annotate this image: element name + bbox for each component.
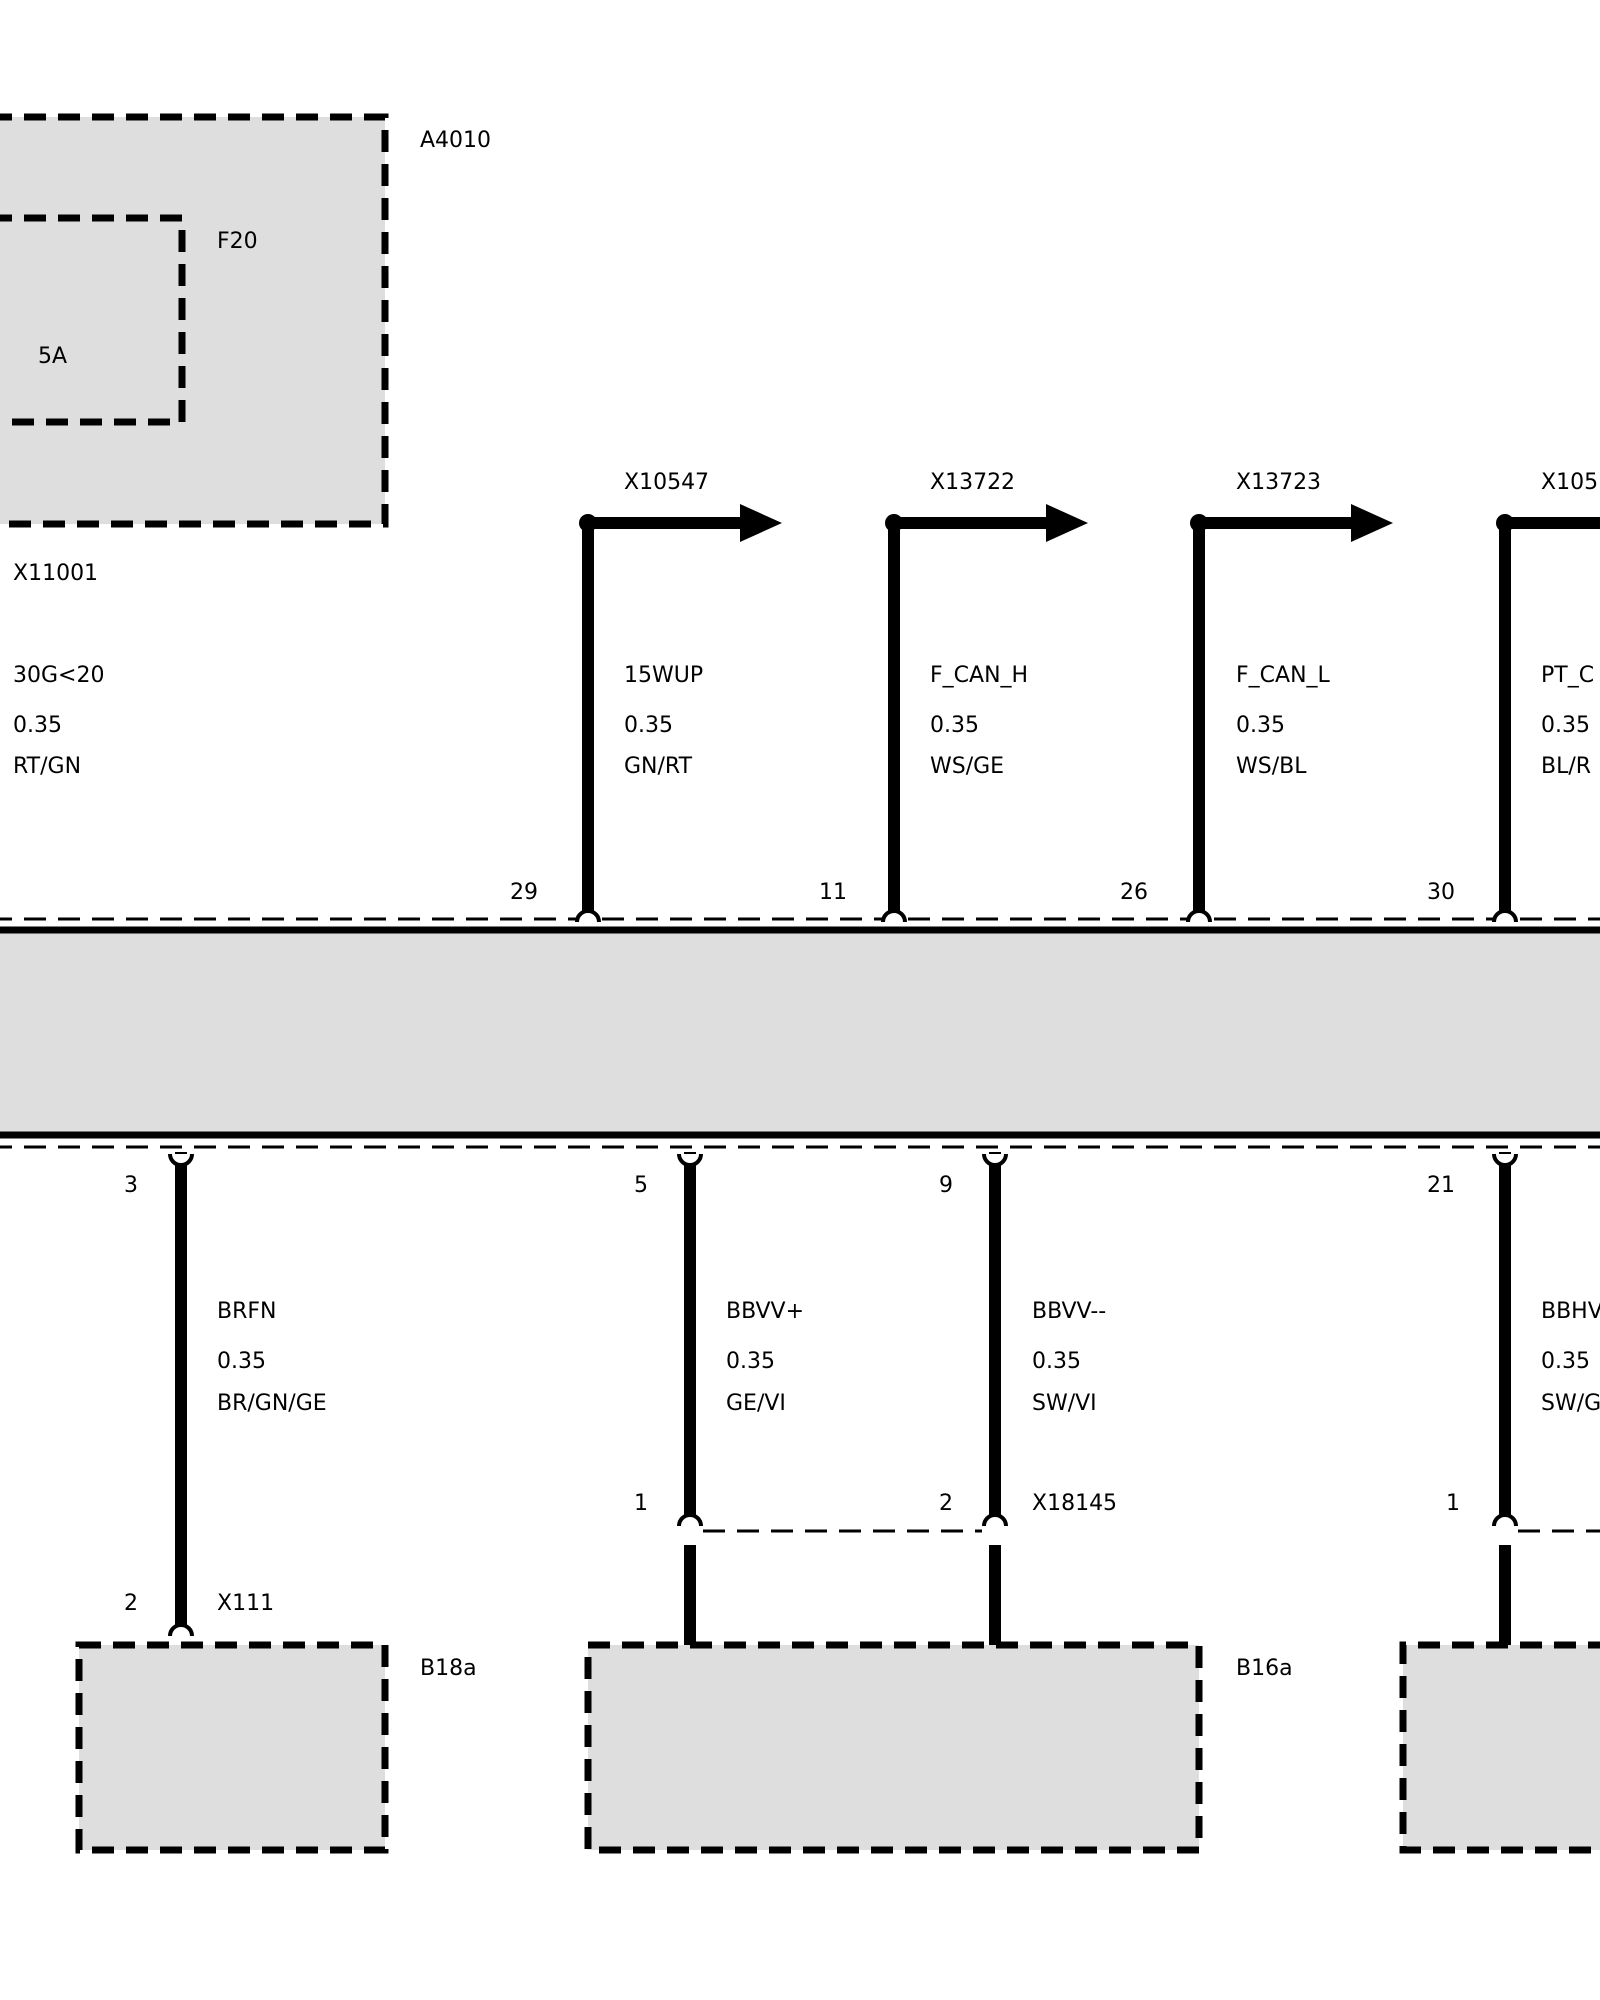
end-connector-label: X111 (217, 1591, 274, 1616)
pin-number: 11 (819, 880, 847, 905)
gauge-label: 0.35 (217, 1349, 266, 1374)
gauge-label: 0.35 (726, 1349, 775, 1374)
pin-number: 3 (124, 1173, 138, 1198)
wire-bbvv-plus: 5 BBVV+ 0.35 GE/VI 1 (634, 1152, 804, 1648)
component-partial-right (1399, 1641, 1600, 1854)
end-pin-number: 1 (1446, 1491, 1460, 1516)
gauge-label: 0.35 (1541, 1349, 1590, 1374)
connector-label: X10547 (624, 470, 709, 495)
wire-x13723: X13723 F_CAN_L 0.35 WS/BL 26 (1120, 470, 1393, 923)
signal-label: BBVV+ (726, 1299, 804, 1324)
component-b16a: B16a (584, 1641, 1293, 1854)
gauge-label: 0.35 (1032, 1349, 1081, 1374)
wire-x10547: X10547 15WUP 0.35 GN/RT 29 (510, 470, 782, 923)
signal-label: 30G<20 (13, 663, 104, 688)
wire-bbhv: 21 BBHV 0.35 SW/G 1 (1427, 1152, 1600, 1648)
component-label: B16a (1236, 1656, 1293, 1681)
pin-number: 9 (939, 1173, 953, 1198)
signal-label: 15WUP (624, 663, 703, 688)
signal-label: BBVV-- (1032, 1299, 1106, 1324)
wire-x11001: X11001 30G<20 0.35 RT/GN (13, 561, 104, 779)
wire-color-label: GE/VI (726, 1391, 786, 1416)
wire-color-label: BR/GN/GE (217, 1391, 327, 1416)
wire-color-label: WS/BL (1236, 754, 1307, 779)
signal-label: F_CAN_H (930, 663, 1028, 688)
connector-label: X13722 (930, 470, 1015, 495)
wire-color-label: RT/GN (13, 754, 81, 779)
component-label: B18a (420, 1656, 477, 1681)
pin-number: 30 (1427, 880, 1455, 905)
module-a4010: A4010 (0, 113, 491, 528)
connector-label: X13723 (1236, 470, 1321, 495)
fuse-label: F20 (217, 229, 258, 254)
component-b18a: B18a (75, 1641, 477, 1854)
connector-label: X11001 (13, 561, 98, 586)
signal-label: PT_C (1541, 663, 1594, 688)
wire-x105: X105 PT_C 0.35 BL/R 30 (1427, 470, 1600, 923)
gauge-label: 0.35 (1541, 713, 1590, 738)
fuse-rating: 5A (38, 344, 67, 369)
wire-color-label: BL/R (1541, 754, 1591, 779)
end-pin-number: 2 (124, 1591, 138, 1616)
gauge-label: 0.35 (13, 713, 62, 738)
signal-label: BRFN (217, 1299, 277, 1324)
end-pin-number: 2 (939, 1491, 953, 1516)
module-label: A4010 (420, 128, 491, 153)
signal-label: F_CAN_L (1236, 663, 1331, 688)
wire-bbvv-minus: 9 BBVV-- 0.35 SW/VI 2 X18145 (939, 1152, 1117, 1648)
gauge-label: 0.35 (930, 713, 979, 738)
pin-number: 5 (634, 1173, 648, 1198)
gauge-label: 0.35 (1236, 713, 1285, 738)
connector-label: X105 (1541, 470, 1598, 495)
end-connector-label: X18145 (1032, 1491, 1117, 1516)
wire-color-label: SW/VI (1032, 1391, 1097, 1416)
control-unit-bar (0, 917, 1600, 1149)
fuse-f20: F20 5A (0, 214, 258, 426)
wire-brfn: 3 BRFN 0.35 BR/GN/GE 2 X111 (124, 1152, 327, 1637)
end-pin-number: 1 (634, 1491, 648, 1516)
pin-number: 26 (1120, 880, 1148, 905)
wire-color-label: GN/RT (624, 754, 693, 779)
wire-color-label: SW/G (1541, 1391, 1600, 1416)
gauge-label: 0.35 (624, 713, 673, 738)
signal-label: BBHV (1541, 1299, 1600, 1324)
pin-number: 29 (510, 880, 538, 905)
wire-color-label: WS/GE (930, 754, 1004, 779)
pin-number: 21 (1427, 1173, 1455, 1198)
wire-x13722: X13722 F_CAN_H 0.35 WS/GE 11 (819, 470, 1088, 923)
